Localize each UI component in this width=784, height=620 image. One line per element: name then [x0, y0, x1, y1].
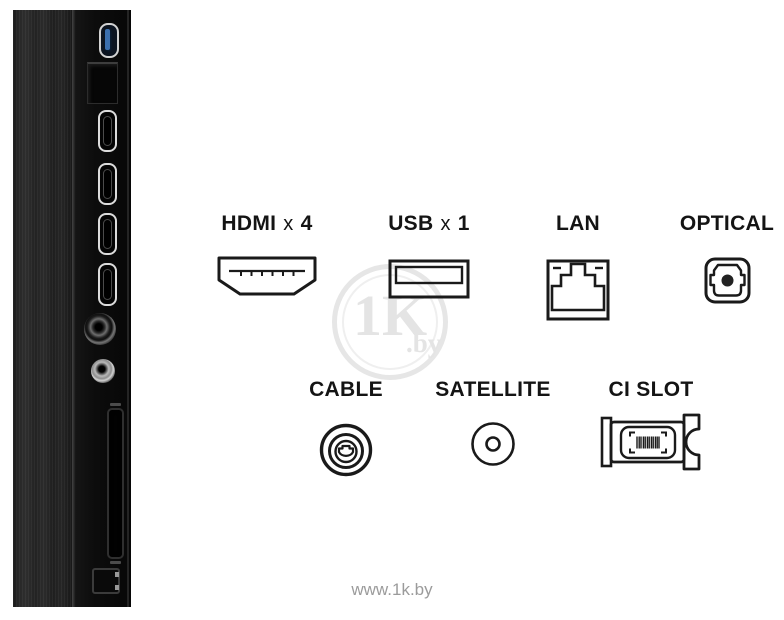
usb-tongue	[105, 29, 110, 50]
hdmi-inner	[103, 116, 112, 146]
connector-name: CABLE	[309, 378, 383, 401]
hdmi-port-icon	[217, 256, 317, 296]
watermark-url: www.1k.by	[351, 580, 433, 599]
icon-wrap	[647, 257, 784, 304]
icon-wrap	[187, 256, 347, 296]
icon-wrap	[498, 259, 658, 321]
icon-wrap	[413, 421, 573, 467]
connector-label: LAN	[498, 212, 658, 236]
hdmi-port-photo	[98, 110, 117, 152]
hdmi-inner	[103, 219, 112, 249]
hdmi-port-photo	[98, 263, 117, 306]
usb-port-photo	[99, 23, 119, 58]
hdmi-inner	[103, 169, 112, 199]
connector-count: 1	[457, 212, 470, 235]
icon-wrap	[349, 259, 509, 299]
connector-name: LAN	[555, 212, 601, 235]
connector-name: USB	[388, 212, 434, 235]
hdmi-port-photo	[98, 163, 117, 205]
connector-block-cable: CABLE	[266, 378, 426, 478]
watermark-suffix: .by	[406, 328, 442, 358]
connector-name: OPTICAL	[679, 212, 775, 235]
connector-name: SATELLITE	[435, 378, 551, 401]
connector-times: x	[283, 213, 294, 235]
hdmi-inner	[103, 269, 112, 300]
satellite-connector-icon	[471, 422, 515, 466]
connector-label: CABLE	[266, 378, 426, 402]
tv-side-panel-photo	[13, 10, 131, 607]
icon-wrap	[266, 422, 426, 478]
panel-right-edge	[127, 10, 129, 607]
connector-block-satellite: SATELLITE	[413, 378, 573, 467]
lan-port-icon	[546, 259, 610, 321]
connector-block-lan: LAN	[498, 212, 658, 321]
ci-slot-photo	[107, 403, 124, 564]
connector-times: x	[440, 213, 451, 235]
bezel-edge	[72, 10, 76, 607]
connector-count: 4	[300, 212, 313, 235]
cable-connector-photo	[84, 313, 116, 345]
ci-slot-icon	[600, 413, 701, 471]
cable-connector-icon	[319, 423, 373, 477]
connector-name: CI SLOT	[608, 378, 694, 401]
satellite-connector-photo	[91, 359, 115, 383]
icon-wrap	[571, 412, 731, 472]
connector-label: SATELLITE	[413, 378, 573, 402]
connector-label: CI SLOT	[571, 378, 731, 402]
optical-port-icon	[704, 257, 750, 304]
hdmi-port-photo	[98, 213, 117, 255]
service-port-photo	[92, 568, 120, 594]
connector-block-optical: OPTICAL	[647, 212, 784, 304]
lan-port-photo	[87, 62, 118, 104]
usb-port-icon	[388, 259, 470, 299]
connector-name: HDMI	[221, 212, 277, 235]
watermark-logo: 1K .by	[332, 264, 448, 380]
connector-block-ci-slot: CI SLOT	[571, 378, 731, 472]
connector-label: OPTICAL	[647, 212, 784, 236]
